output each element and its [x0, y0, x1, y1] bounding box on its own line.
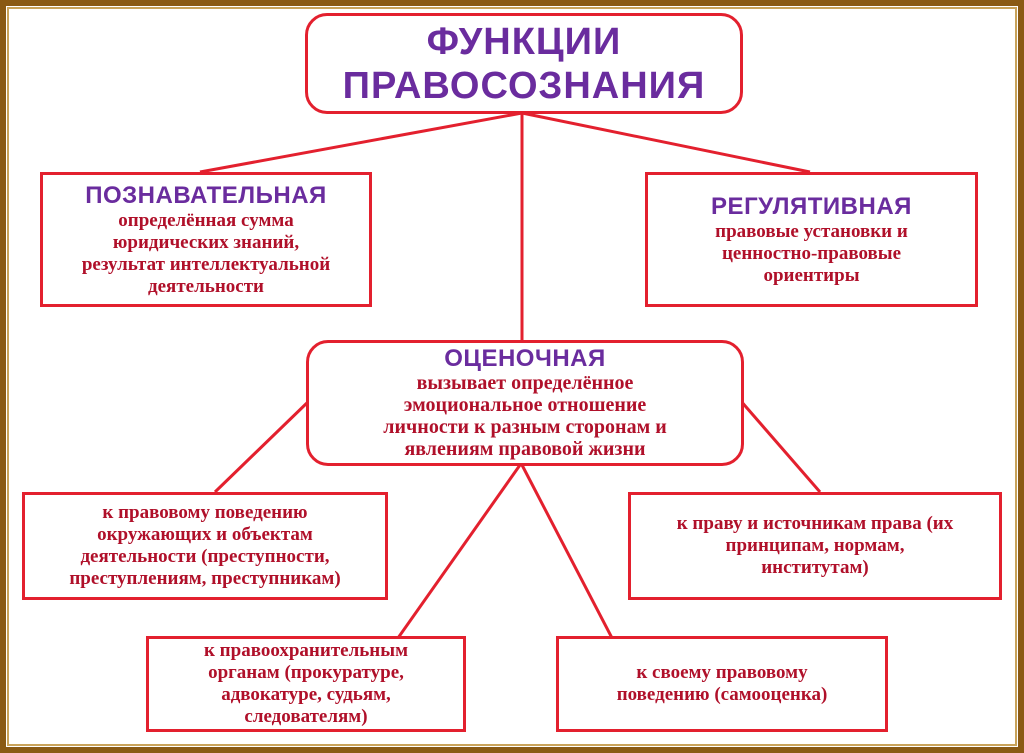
connector-evaluative-self-behavior [520, 464, 614, 639]
evaluative-function-heading: ОЦЕНОЧНАЯ [444, 345, 606, 372]
branch-law-enforcement-text: к правоохранительным органам (прокуратур… [203, 640, 409, 727]
connector-evaluative-law-sources [738, 399, 822, 493]
cognitive-function-box: ПОЗНАВАТЕЛЬНАЯ определённая сумма юридич… [40, 172, 372, 307]
regulative-function-heading: РЕГУЛЯТИВНАЯ [711, 192, 912, 220]
regulative-function-text: правовые установки и ценностно-правовые … [715, 220, 908, 286]
branch-behavior-others-text: к правовому поведению окружающих и объек… [69, 502, 341, 589]
connector-title-regulative [521, 111, 811, 174]
branch-law-sources-box: к праву и источникам права (их принципам… [628, 492, 1002, 600]
connector-evaluative-law-enforcement [396, 464, 522, 639]
cognitive-function-heading: ПОЗНАВАТЕЛЬНАЯ [85, 181, 327, 209]
title-box: ФУНКЦИИ ПРАВОСОЗНАНИЯ [305, 13, 743, 114]
branch-law-enforcement-box: к правоохранительным органам (прокуратур… [146, 636, 466, 732]
connector-title-cognitive [199, 111, 523, 174]
diagram-title: ФУНКЦИИ ПРАВОСОЗНАНИЯ [342, 20, 706, 107]
branch-law-sources-text: к праву и источникам права (их принципам… [676, 513, 954, 578]
branch-self-behavior-text: к своему правовому поведению (самооценка… [616, 662, 828, 705]
evaluative-function-box: ОЦЕНОЧНАЯ вызывает определённое эмоциона… [306, 340, 744, 466]
branch-behavior-others-box: к правовому поведению окружающих и объек… [22, 492, 388, 600]
regulative-function-box: РЕГУЛЯТИВНАЯ правовые установки и ценнос… [645, 172, 978, 307]
cognitive-function-text: определённая сумма юридических знаний, р… [81, 209, 331, 297]
connector-evaluative-behavior-others [213, 398, 312, 494]
branch-self-behavior-box: к своему правовому поведению (самооценка… [556, 636, 888, 732]
evaluative-function-text: вызывает определённое эмоциональное отно… [383, 372, 667, 460]
